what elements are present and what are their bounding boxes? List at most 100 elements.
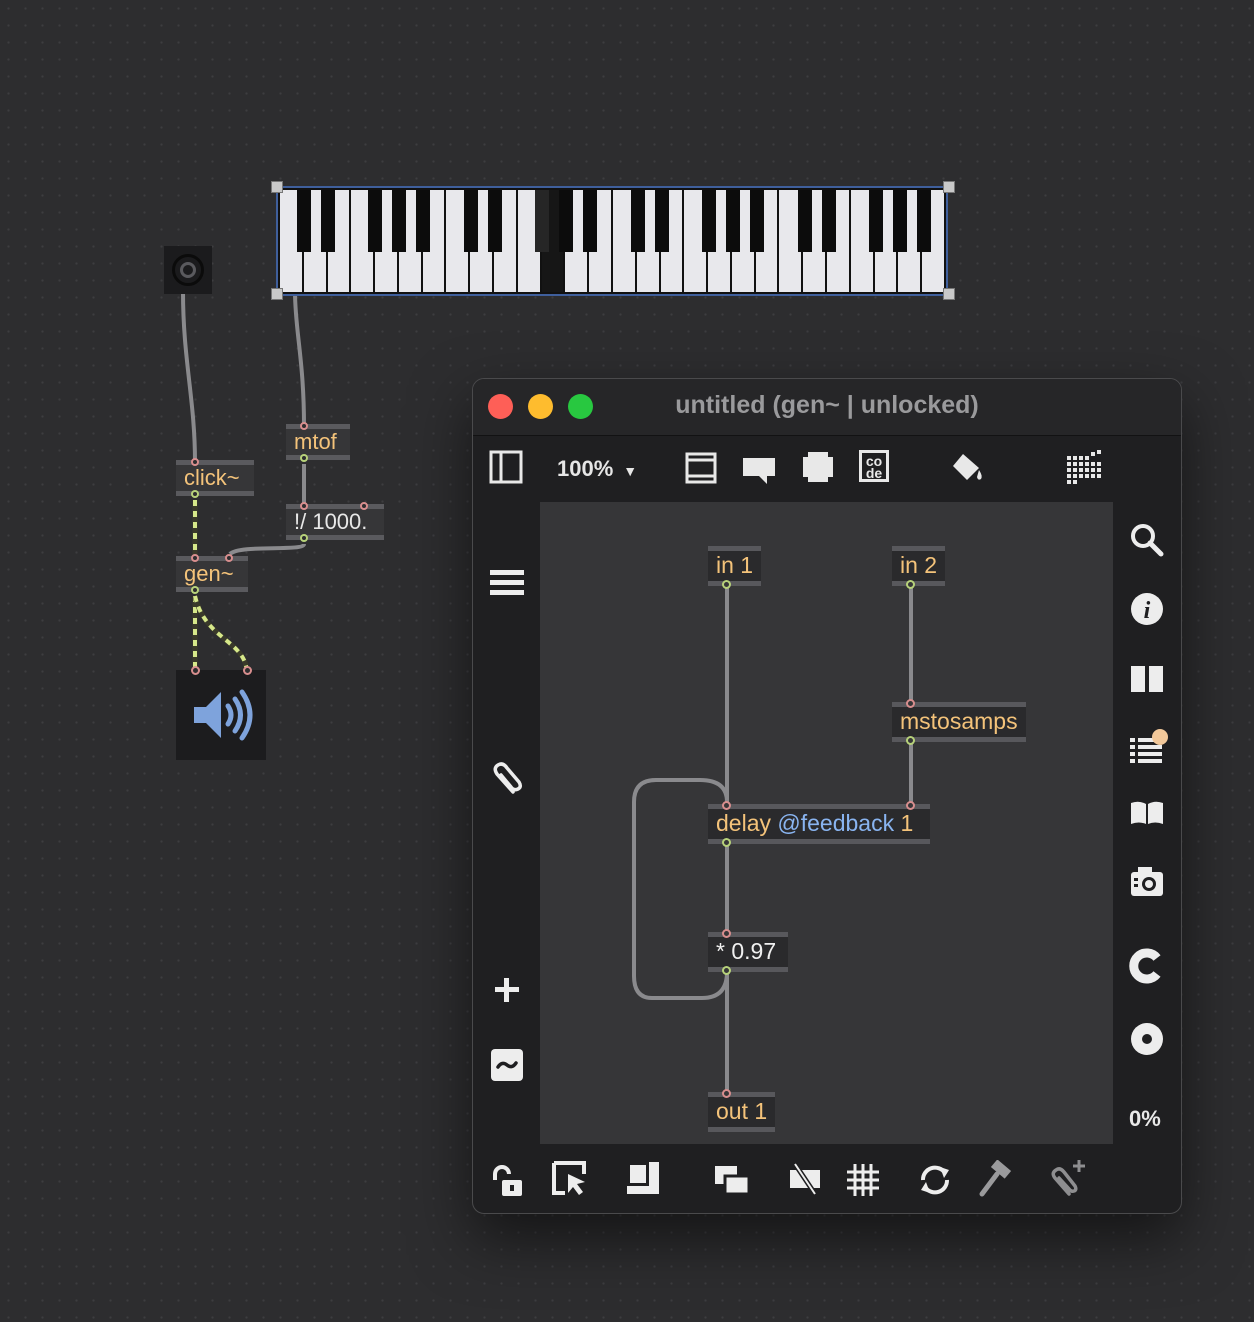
- out1-object[interactable]: out 1: [708, 1089, 776, 1132]
- inlet[interactable]: [722, 801, 731, 810]
- outlet[interactable]: [722, 580, 731, 589]
- inlet[interactable]: [906, 699, 915, 708]
- hide-icon[interactable]: [787, 1162, 825, 1196]
- black-key[interactable]: [797, 190, 812, 252]
- white-key[interactable]: [351, 190, 374, 292]
- white-key[interactable]: [850, 190, 873, 292]
- attach-icon[interactable]: [1047, 1158, 1089, 1200]
- multiply-object[interactable]: * 0.97: [708, 929, 788, 975]
- inlet[interactable]: [360, 502, 368, 510]
- layout-icon[interactable]: [1130, 664, 1164, 694]
- divide-object[interactable]: !/ 1000.: [286, 502, 384, 542]
- black-key[interactable]: [583, 190, 598, 252]
- white-key[interactable]: [779, 190, 802, 292]
- inlet[interactable]: [191, 666, 200, 675]
- black-key[interactable]: [750, 190, 765, 252]
- window-icon[interactable]: [713, 1164, 751, 1196]
- paint-bucket-icon[interactable]: [949, 450, 985, 484]
- black-key[interactable]: [463, 190, 478, 252]
- fullscreen-icon[interactable]: [801, 450, 835, 484]
- inlet[interactable]: [191, 554, 199, 562]
- outlet[interactable]: [300, 534, 308, 542]
- black-key[interactable]: [821, 190, 836, 252]
- code-icon[interactable]: co de: [859, 450, 889, 482]
- black-key[interactable]: [320, 190, 335, 252]
- outlet[interactable]: [191, 586, 199, 594]
- inlet[interactable]: [722, 929, 731, 938]
- black-key[interactable]: [487, 190, 502, 252]
- mstosamps-object[interactable]: mstosamps: [892, 699, 1026, 745]
- click-object[interactable]: click~: [176, 458, 254, 498]
- gen-object[interactable]: gen~: [176, 554, 248, 594]
- in1-object[interactable]: in 1: [708, 546, 762, 589]
- maximize-button[interactable]: [568, 394, 593, 419]
- grid-icon[interactable]: [1065, 448, 1107, 490]
- outlet[interactable]: [906, 580, 915, 589]
- resize-handle[interactable]: [271, 288, 283, 300]
- info-icon[interactable]: i: [1130, 592, 1164, 626]
- white-key[interactable]: [684, 190, 707, 292]
- signal-icon[interactable]: [490, 1048, 524, 1082]
- record-icon[interactable]: [1130, 1022, 1164, 1056]
- black-key[interactable]: [726, 190, 741, 252]
- black-key[interactable]: [296, 190, 311, 252]
- resize-handle[interactable]: [943, 288, 955, 300]
- white-key[interactable]: [517, 190, 540, 292]
- outlet[interactable]: [906, 736, 915, 745]
- black-key[interactable]: [702, 190, 717, 252]
- white-key[interactable]: [612, 190, 635, 292]
- inlet[interactable]: [243, 666, 252, 675]
- resize-handle[interactable]: [271, 181, 283, 193]
- outlet[interactable]: [300, 454, 308, 462]
- refresh-icon[interactable]: [917, 1162, 953, 1198]
- snapshot-icon[interactable]: [1129, 864, 1165, 900]
- search-icon[interactable]: [1129, 522, 1165, 558]
- black-key[interactable]: [869, 190, 884, 252]
- black-key[interactable]: [535, 190, 550, 252]
- white-key[interactable]: [446, 190, 469, 292]
- kslider-keyboard[interactable]: [276, 186, 948, 296]
- inlet[interactable]: [300, 502, 308, 510]
- presentation-icon[interactable]: [683, 450, 719, 486]
- black-key[interactable]: [392, 190, 407, 252]
- comment-icon[interactable]: [741, 452, 777, 486]
- ezdac-speaker[interactable]: [176, 666, 266, 760]
- zoom-menu[interactable]: 100%▼: [557, 456, 637, 482]
- paperclip-icon[interactable]: [489, 760, 525, 798]
- select-icon[interactable]: [551, 1160, 589, 1198]
- inlet[interactable]: [722, 1089, 731, 1098]
- book-icon[interactable]: [1129, 798, 1165, 828]
- inlet[interactable]: [191, 458, 199, 466]
- black-key[interactable]: [917, 190, 932, 252]
- inlet[interactable]: [225, 554, 233, 562]
- inlet[interactable]: [300, 422, 308, 430]
- add-icon[interactable]: [493, 976, 521, 1004]
- lock-icon[interactable]: [489, 1162, 525, 1198]
- inlet[interactable]: [906, 801, 915, 810]
- toggle[interactable]: [164, 246, 212, 294]
- mtof-object[interactable]: mtof: [286, 422, 350, 462]
- hammer-icon[interactable]: [977, 1160, 1013, 1198]
- grid-icon[interactable]: [845, 1162, 881, 1198]
- minimize-button[interactable]: [528, 394, 553, 419]
- c-icon[interactable]: [1129, 948, 1165, 984]
- black-key[interactable]: [654, 190, 669, 252]
- resize-handle[interactable]: [943, 181, 955, 193]
- menu-icon[interactable]: [490, 568, 524, 598]
- black-key[interactable]: [416, 190, 431, 252]
- sidebar-toggle-icon[interactable]: [489, 450, 523, 484]
- present-icon[interactable]: [625, 1160, 661, 1196]
- outlet[interactable]: [722, 966, 731, 975]
- white-key[interactable]: [280, 190, 302, 292]
- black-key[interactable]: [893, 190, 908, 252]
- list-icon[interactable]: [1129, 728, 1169, 770]
- outlet[interactable]: [722, 838, 731, 847]
- black-key[interactable]: [559, 190, 574, 252]
- black-key[interactable]: [368, 190, 383, 252]
- outlet[interactable]: [191, 490, 199, 498]
- close-button[interactable]: [488, 394, 513, 419]
- in2-object[interactable]: in 2: [892, 546, 946, 589]
- black-key[interactable]: [630, 190, 645, 252]
- delay-object[interactable]: delay @feedback 1: [708, 801, 930, 847]
- gen-canvas[interactable]: in 1 in 2 mstosamps delay @feedback 1 * …: [540, 502, 1113, 1144]
